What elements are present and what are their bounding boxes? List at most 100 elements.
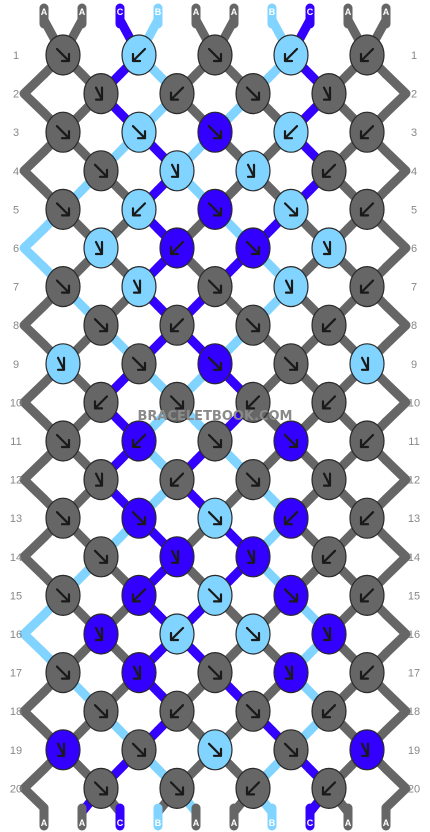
row-number-left: 15: [10, 590, 22, 602]
edge-strand: [19, 147, 49, 195]
knot-direction-arrow-icon: [245, 704, 261, 719]
knot-direction-arrow-icon: [94, 240, 104, 256]
knot: [235, 72, 271, 115]
knot-direction-arrow-icon: [93, 781, 109, 796]
edge-strand: [381, 224, 411, 272]
knot-direction-arrow-icon: [207, 125, 223, 140]
knot: [311, 459, 347, 501]
knot: [45, 266, 81, 308]
bottom-strand-label: B: [155, 818, 162, 828]
knot-direction-arrow-icon: [245, 395, 261, 410]
knot: [349, 497, 385, 539]
knot: [83, 227, 119, 269]
top-strand-label: C: [307, 7, 314, 17]
knot-direction-arrow-icon: [94, 626, 104, 642]
knot-direction-arrow-icon: [56, 742, 66, 757]
knot-direction-arrow-icon: [284, 279, 294, 294]
knot: [349, 651, 385, 694]
row-number-left: 10: [10, 397, 22, 409]
knot-direction-arrow-icon: [131, 202, 147, 217]
knot-direction-arrow-icon: [132, 279, 142, 294]
knot: [273, 34, 309, 76]
knot: [197, 574, 233, 617]
knot-direction-arrow-icon: [359, 279, 375, 294]
knot-direction-arrow-icon: [207, 279, 223, 294]
edge-strand: [19, 687, 49, 735]
knot-direction-arrow-icon: [132, 665, 142, 680]
knot: [197, 343, 233, 385]
knot: [83, 150, 119, 192]
knot-direction-arrow-icon: [169, 86, 185, 101]
row-number-right: 2: [411, 89, 417, 101]
knot-direction-arrow-icon: [321, 163, 337, 178]
knot: [197, 651, 233, 694]
row-number-right: 9: [411, 359, 417, 371]
edge-strand: [381, 533, 411, 581]
edge-strand: [19, 533, 49, 581]
knot: [121, 574, 157, 617]
knot: [235, 381, 271, 423]
knot: [159, 304, 195, 346]
knot: [349, 574, 385, 617]
knot-direction-arrow-icon: [283, 202, 299, 217]
row-number-left: 13: [10, 513, 22, 525]
row-number-right: 11: [408, 436, 419, 448]
knot-direction-arrow-icon: [207, 665, 223, 680]
knot-direction-arrow-icon: [131, 47, 147, 63]
knot: [159, 227, 195, 269]
row-number-right: 14: [408, 552, 420, 564]
knot: [45, 111, 81, 153]
top-strand-label: A: [383, 7, 390, 17]
edge-strand: [381, 301, 411, 349]
knot: [159, 150, 195, 192]
edge-strand: [381, 147, 411, 195]
knot: [235, 767, 271, 810]
knot-direction-arrow-icon: [93, 395, 109, 410]
knot-direction-arrow-icon: [55, 665, 71, 680]
top-strand-label: A: [231, 7, 238, 17]
knot-direction-arrow-icon: [55, 279, 71, 294]
knot-direction-arrow-icon: [246, 549, 256, 564]
knot-direction-arrow-icon: [169, 781, 185, 796]
knot: [273, 343, 309, 385]
knot-direction-arrow-icon: [207, 47, 223, 63]
knot: [83, 72, 119, 115]
knot: [45, 188, 81, 230]
bottom-strand-label: A: [79, 818, 86, 828]
knot-direction-arrow-icon: [359, 125, 375, 140]
knot: [121, 111, 157, 153]
row-number-right: 7: [411, 282, 417, 294]
row-number-left: 9: [13, 359, 19, 371]
row-number-right: 20: [408, 783, 420, 795]
knot: [197, 420, 233, 462]
knot: [45, 729, 81, 771]
knot: [273, 111, 309, 153]
knot: [349, 729, 385, 771]
knot: [121, 420, 157, 462]
row-number-left: 18: [10, 706, 22, 718]
row-number-left: 17: [10, 668, 22, 680]
knot-direction-arrow-icon: [93, 549, 109, 564]
knot: [349, 111, 385, 153]
row-number-left: 3: [13, 127, 19, 139]
knot-direction-arrow-icon: [207, 742, 223, 757]
knot: [45, 34, 81, 76]
edge-strand: [19, 69, 49, 118]
knot-direction-arrow-icon: [322, 86, 332, 101]
knot-direction-arrow-icon: [360, 356, 370, 371]
top-strand-label: A: [79, 7, 86, 17]
knot: [311, 72, 347, 115]
top-strand-label: B: [269, 7, 276, 17]
knot: [159, 72, 195, 115]
knot-direction-arrow-icon: [131, 125, 147, 140]
knot-direction-arrow-icon: [321, 704, 337, 719]
bottom-strand-label: A: [41, 818, 48, 828]
knot-direction-arrow-icon: [322, 240, 332, 256]
knot-direction-arrow-icon: [170, 549, 180, 564]
knot: [197, 111, 233, 153]
row-number-left: 20: [10, 783, 22, 795]
row-number-right: 4: [411, 166, 417, 178]
knot-direction-arrow-icon: [169, 318, 185, 333]
knot-grid: [45, 34, 385, 810]
knot-direction-arrow-icon: [131, 433, 147, 449]
